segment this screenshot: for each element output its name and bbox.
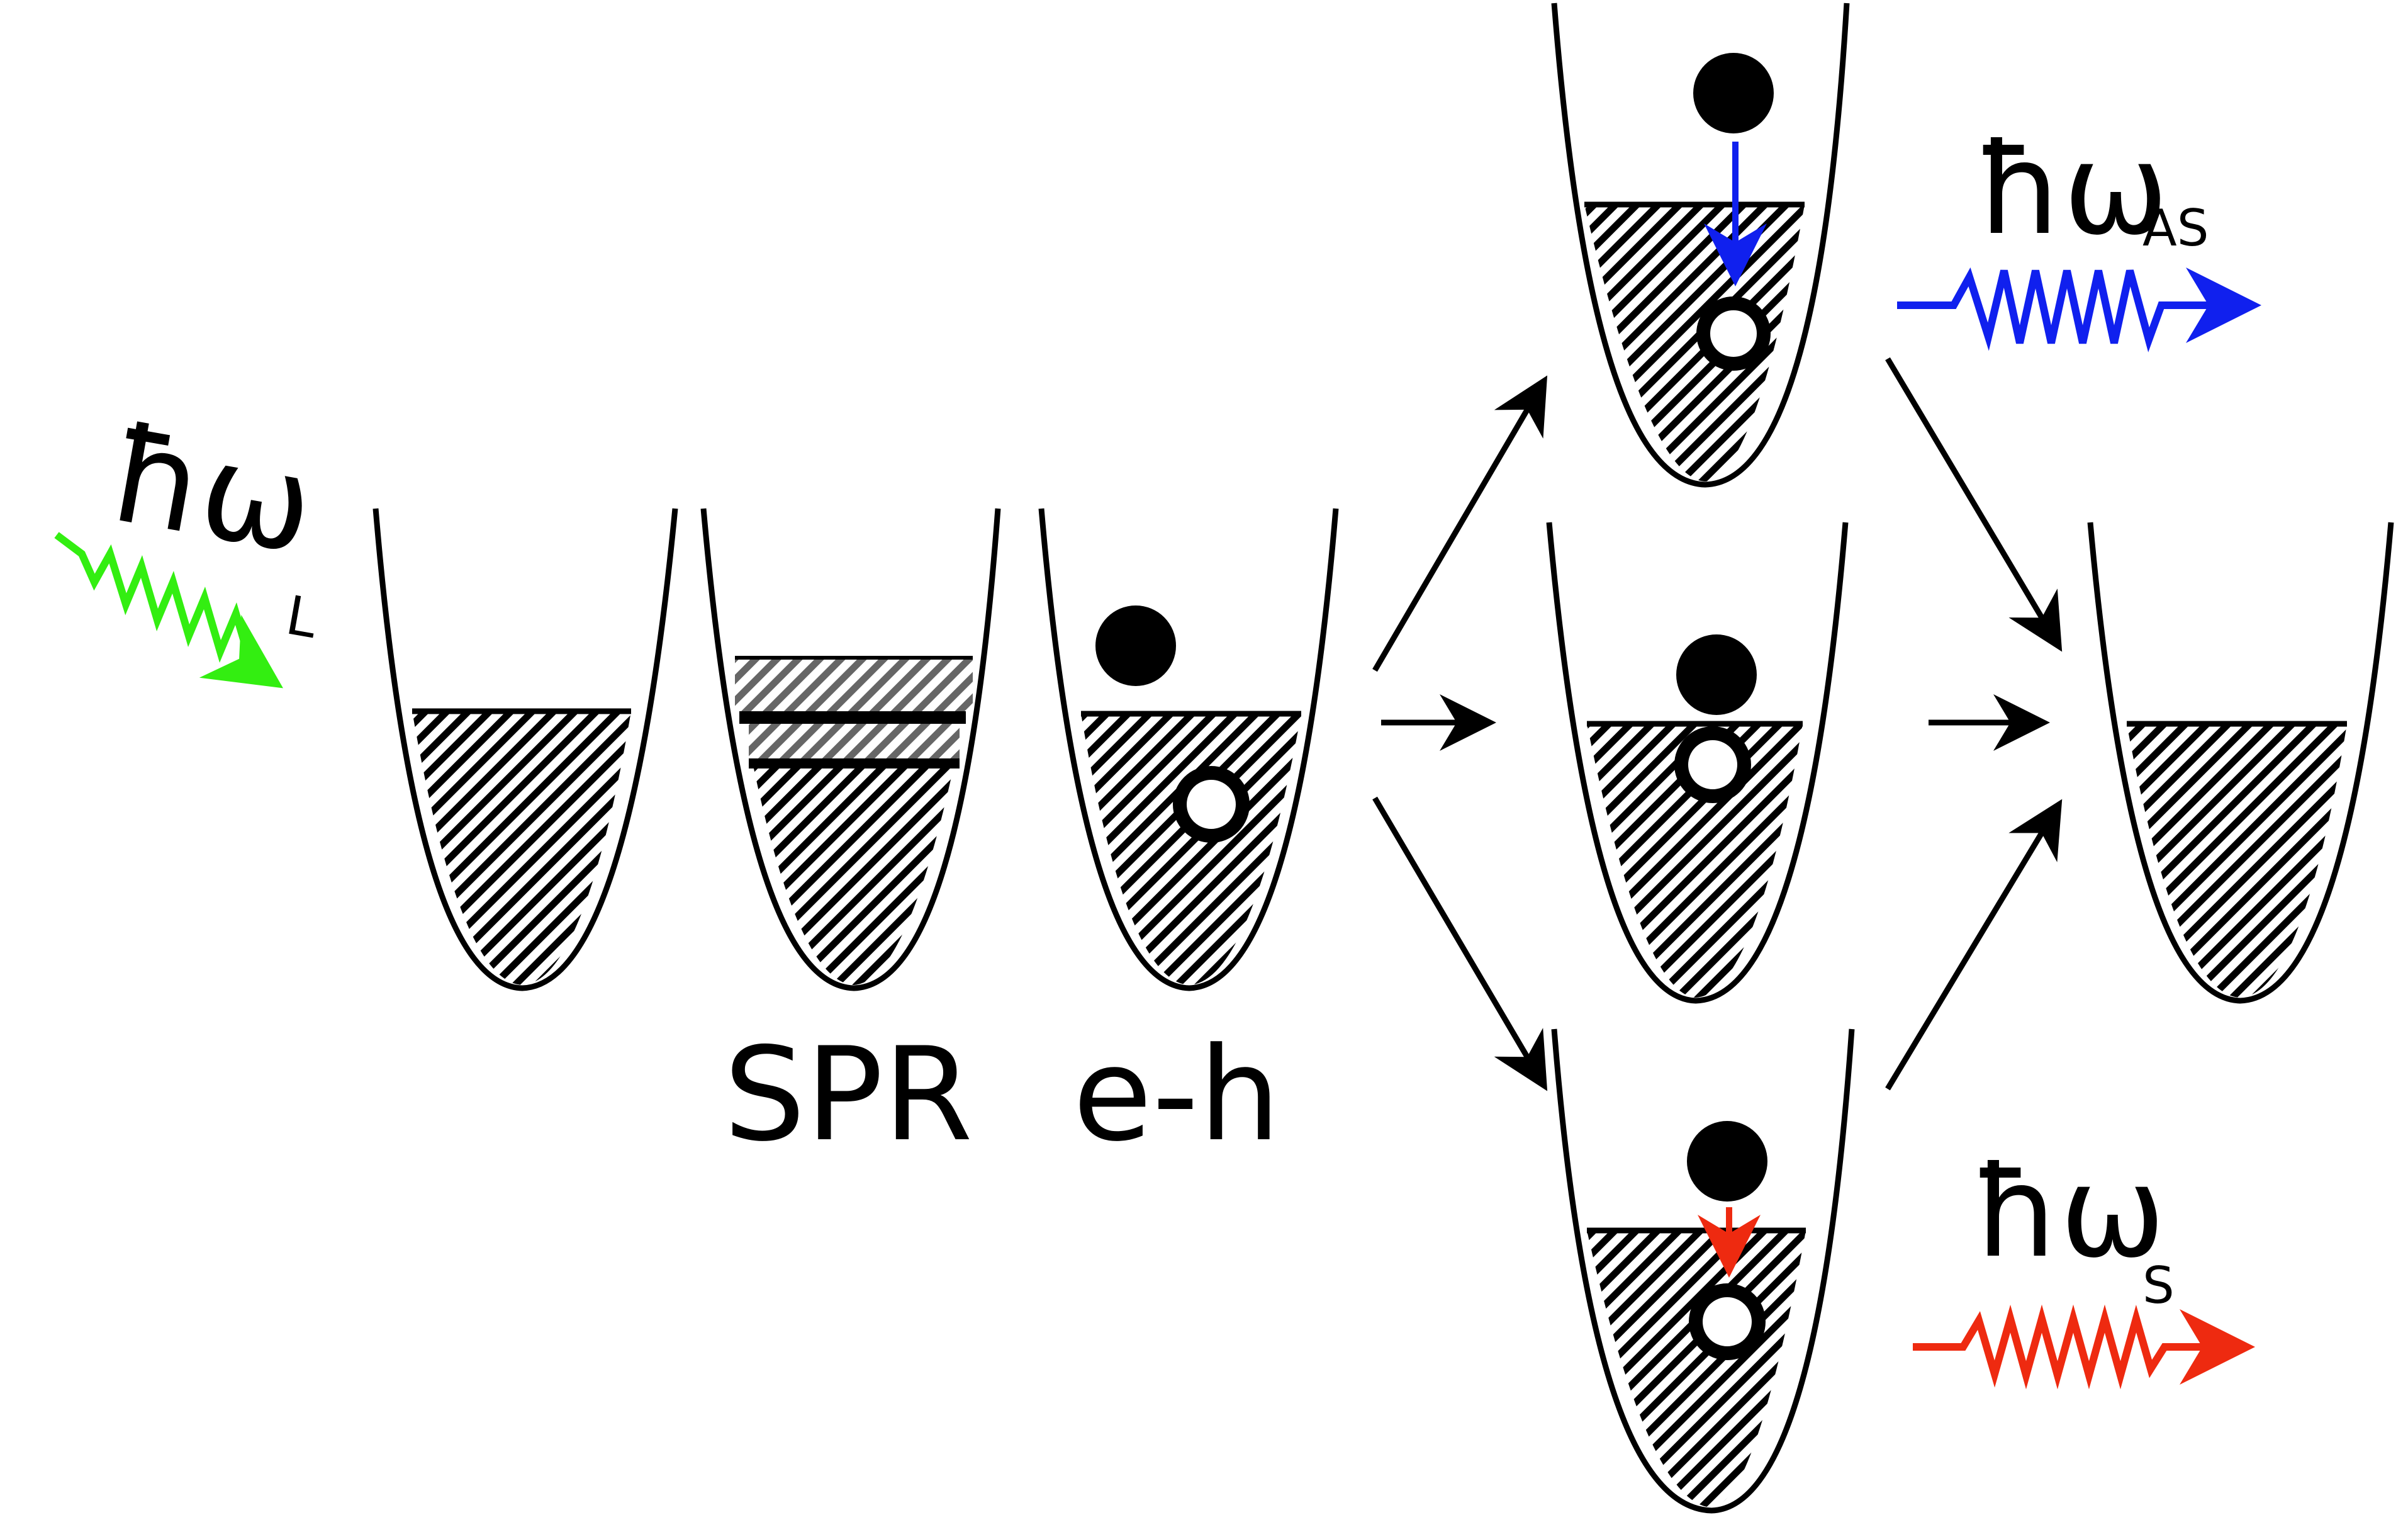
well-ground-initial <box>372 508 678 991</box>
anti-stokes-photon: ħω AS <box>1897 116 2261 352</box>
stokes-wave-icon <box>1913 1304 2255 1390</box>
fermi-sea <box>412 711 631 985</box>
well-spr: SPR <box>700 508 1001 1170</box>
well-curve <box>700 508 1001 991</box>
well-curve <box>1551 1028 1855 1514</box>
arrow-up <box>1372 375 1548 672</box>
electron-dot <box>1676 634 1757 715</box>
branch-arrows <box>1372 375 1548 1091</box>
well-curve <box>2087 522 2394 1004</box>
hole-circle <box>1173 766 1250 843</box>
anti-stokes-sub-label: AS <box>2142 199 2209 257</box>
stokes-photon: ħω S <box>1913 1139 2255 1390</box>
fermi-sea <box>2127 724 2347 998</box>
spr-band-divider-2 <box>749 758 960 768</box>
fermi-sea <box>1587 724 1803 998</box>
electron-dot <box>1687 1121 1767 1202</box>
anti-stokes-wave-icon <box>1897 267 2261 352</box>
laser-photon: ħω L <box>54 397 325 689</box>
well-curve <box>1546 522 1849 1004</box>
hole-circle <box>1696 296 1771 371</box>
stokes-sub-label: S <box>2142 1256 2175 1315</box>
spr-label: SPR <box>724 1020 973 1170</box>
merge-arrows <box>1885 357 2063 1091</box>
well-curve <box>1038 508 1339 991</box>
well-eh-pair: e-h <box>1038 508 1339 1170</box>
fermi-sea <box>754 768 953 985</box>
well-ground-final <box>2087 522 2394 1004</box>
anti-stokes-label: ħω <box>1976 116 2168 263</box>
arrow-from-bottom <box>1885 799 2063 1091</box>
well-curve <box>1551 3 1850 488</box>
hole-circle <box>1674 726 1751 803</box>
electron-dot <box>1095 605 1176 686</box>
electron-dot <box>1693 53 1774 133</box>
laser-label: ħω <box>99 397 325 583</box>
well-anti-stokes <box>1551 3 1850 488</box>
hole-circle <box>1689 1283 1766 1360</box>
spr-band-lower <box>749 724 960 763</box>
fermi-sea <box>1081 714 1301 985</box>
well-rayleigh <box>1546 522 1849 1004</box>
eh-label: e-h <box>1073 1020 1280 1170</box>
arrow-from-top <box>1885 357 2063 652</box>
spr-band-divider <box>739 711 966 724</box>
laser-wave-icon <box>54 532 283 689</box>
well-stokes <box>1551 1028 1855 1514</box>
fermi-sea <box>1584 205 1805 481</box>
arrow-down <box>1372 796 1548 1091</box>
well-curve <box>372 508 678 991</box>
spr-band-upper <box>735 658 973 711</box>
fermi-sea <box>1587 1230 1806 1507</box>
stokes-label: ħω <box>1973 1139 2165 1286</box>
laser-sub-label: L <box>281 584 322 651</box>
